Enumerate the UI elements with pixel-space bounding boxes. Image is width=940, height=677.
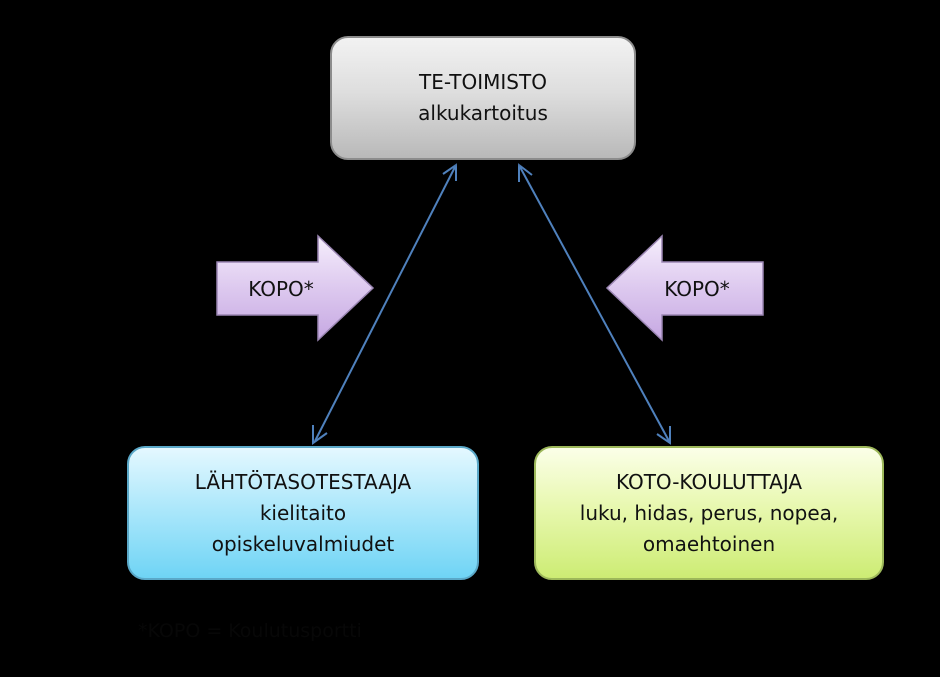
- connector-koto-te-line: [519, 166, 670, 442]
- node-koto-kouluttaja-line-3: omaehtoinen: [642, 531, 776, 556]
- kopo-arrow-right: KOPO*: [605, 234, 764, 342]
- node-koto-kouluttaja-line-2: luku, hidas, perus, nopea,: [579, 500, 839, 525]
- node-koto-kouluttaja: KOTO-KOULUTTAJA luku, hidas, perus, nope…: [534, 446, 884, 580]
- node-te-toimisto-title: TE-TOIMISTO: [419, 70, 547, 94]
- kopo-arrow-right-shape: [605, 234, 764, 342]
- connector-lahto-te-line: [314, 166, 456, 442]
- kopo-arrow-left: KOPO*: [216, 234, 375, 342]
- node-lahtotasotestaaja-line-2: kielitaito: [259, 500, 347, 525]
- node-te-toimisto-subtitle: alkukartoitus: [418, 101, 548, 125]
- kopo-arrow-right-label: KOPO*: [664, 277, 730, 301]
- kopo-arrow-left-label: KOPO*: [248, 277, 314, 301]
- node-koto-kouluttaja-title: KOTO-KOULUTTAJA: [615, 469, 803, 494]
- kopo-arrow-left-shape: [216, 234, 375, 342]
- connector-koto-te: [518, 162, 671, 445]
- node-lahtotasotestaaja: LÄHTÖTASOTESTAAJA kielitaito opiskeluval…: [127, 446, 479, 580]
- node-lahtotasotestaaja-line-3: opiskeluvalmiudet: [211, 531, 395, 556]
- connector-koto-te-head-top: [518, 162, 533, 182]
- connector-koto-te-head-bottom: [656, 426, 671, 445]
- node-lahtotasotestaaja-title: LÄHTÖTASOTESTAAJA: [194, 469, 412, 494]
- connector-lahto-te-head-bottom: [312, 425, 328, 445]
- connector-lahto-te-head-top: [442, 163, 457, 181]
- connector-lahto-te: [312, 163, 457, 445]
- footnote: *KOPO = Koulutusportti: [138, 620, 362, 642]
- node-te-toimisto: TE-TOIMISTO alkukartoitus: [330, 36, 636, 160]
